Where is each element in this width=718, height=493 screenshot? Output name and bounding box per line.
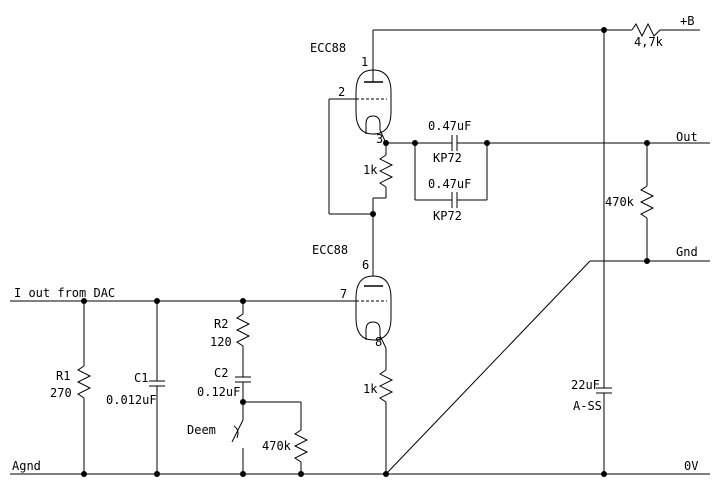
output-label: Out [676, 130, 698, 144]
output-resistor-label: 470k [605, 195, 635, 209]
output-section: Out 470k Gnd [385, 130, 710, 475]
bottom-tube: ECC88 6 7 8 [312, 243, 392, 349]
supply-rail: +B 4,7k [372, 14, 700, 388]
top-tube-label: ECC88 [310, 41, 346, 55]
r2-value: 120 [210, 335, 232, 349]
input-label: I out from DAC [14, 286, 115, 300]
ground-rail: Agnd 0V [10, 459, 710, 477]
bottom-cathode-resistor-label: 1k [363, 382, 378, 396]
c1-value: 0.012uF [106, 393, 157, 407]
cap-bottom-type: KP72 [433, 209, 462, 223]
r1-value: 270 [50, 386, 72, 400]
input-section: I out from DAC R1 270 C1 0.012uF R2 120 … [10, 286, 356, 474]
supply-cap-value: 22uF [571, 378, 600, 392]
coupling-capacitors: 0.47uF KP72 0.47uF KP72 [386, 119, 710, 223]
bottom-tube-label: ECC88 [312, 243, 348, 257]
top-pin-cathode: 3 [376, 132, 383, 146]
supply-capacitor: 22uF A-SS [571, 378, 612, 474]
c1-name: C1 [134, 371, 148, 385]
bottom-cathode-resistor: 1k [363, 348, 394, 474]
deem-switch-label: Deem [187, 423, 216, 437]
supply-resistor-label: 4,7k [634, 35, 664, 49]
supply-resistor [631, 22, 700, 38]
cap-top-type: KP72 [433, 151, 462, 165]
gnd-label: Gnd [676, 245, 698, 259]
top-tube: ECC88 1 2 3 [310, 41, 392, 146]
cap-bottom-value: 0.47uF [428, 177, 471, 191]
r1-name: R1 [56, 369, 70, 383]
deem-resistor-label: 470k [262, 439, 292, 453]
cap-top-value: 0.47uF [428, 119, 471, 133]
zero-volt-label: 0V [684, 459, 698, 473]
top-pin-grid: 2 [338, 85, 345, 99]
bottom-pin-grid: 7 [340, 287, 347, 301]
c2-value: 0.12uF [197, 385, 240, 399]
top-pin-plate: 1 [361, 55, 368, 69]
bottom-pin-plate: 6 [362, 258, 369, 272]
top-cathode-resistor-label: 1k [363, 163, 378, 177]
agnd-label: Agnd [12, 459, 41, 473]
c2-name: C2 [214, 366, 228, 380]
r2-name: R2 [214, 317, 228, 331]
supply-junction-dot [601, 27, 607, 33]
top-cathode-resistor: 1k [363, 140, 394, 276]
supply-cap-type: A-SS [573, 399, 602, 413]
supply-label: +B [680, 14, 694, 28]
bottom-pin-cathode: 8 [375, 335, 382, 349]
